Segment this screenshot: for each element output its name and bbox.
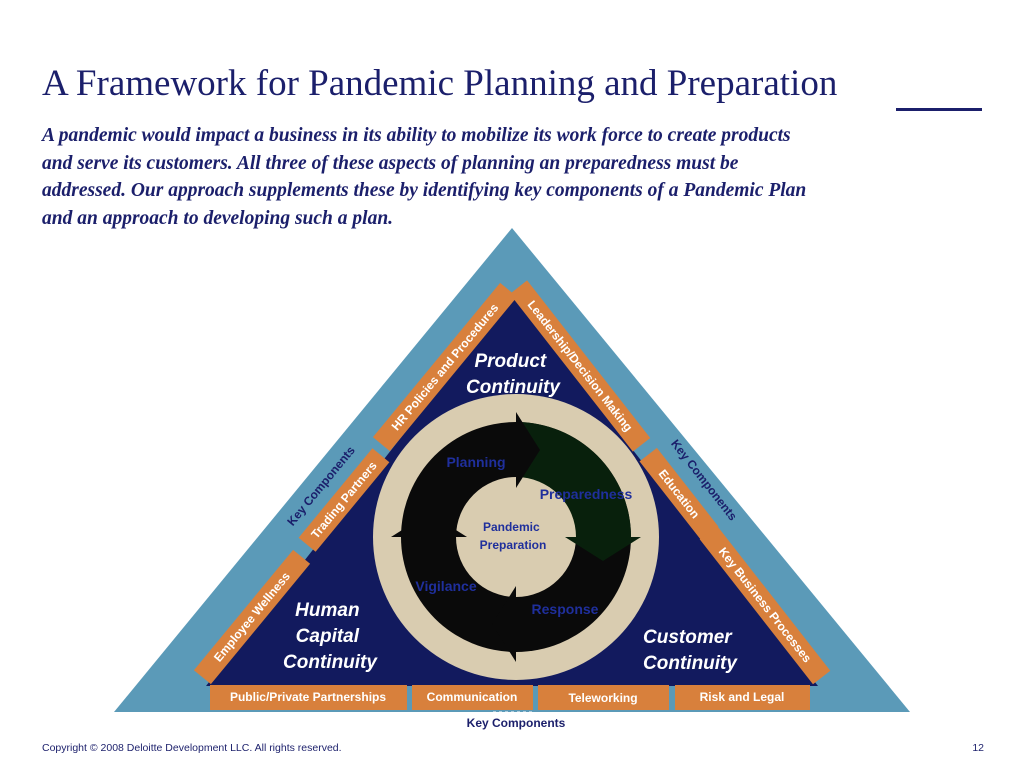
customer-continuity-label: Customer Continuity — [643, 627, 738, 674]
center-pandemic-preparation-label: Pandemic Preparation — [480, 520, 547, 552]
component-box — [210, 685, 407, 710]
intro-line: and an approach to developing such a pla… — [42, 207, 394, 229]
intro-line: A pandemic would impact a business in it… — [42, 125, 791, 146]
component-box — [639, 447, 719, 541]
center-disc — [456, 477, 576, 597]
title-underline — [896, 108, 982, 111]
vigilance-label: Vigilance — [415, 578, 476, 594]
public-private-partnerships-label: Public/Private Partnerships — [230, 690, 386, 704]
product-continuity-label: Product Continuity — [466, 351, 561, 398]
copyright-notice: Copyright © 2008 Deloitte Development LL… — [42, 742, 342, 754]
component-box — [372, 282, 518, 452]
preparedness-quadrant — [516, 422, 631, 537]
component-box — [509, 280, 651, 452]
cycle-arrow-left — [391, 513, 467, 537]
component-box — [675, 685, 810, 710]
cycle-arrow-bottom — [492, 586, 516, 662]
planning-label: Planning — [446, 454, 505, 470]
communication-label: Communication — [427, 690, 518, 704]
component-box — [412, 685, 533, 710]
cycle-arrow-right — [565, 537, 641, 561]
component-box — [699, 525, 831, 685]
page-number: 12 — [972, 742, 984, 754]
intro-line: and serve its customers. All three of th… — [42, 152, 739, 174]
response-label: Response — [532, 601, 599, 617]
risk-and-legal-label: Risk and Legal — [700, 690, 785, 704]
intro-line: addressed. Our approach supplements thes… — [42, 180, 807, 201]
preparedness-label: Preparedness — [540, 486, 633, 502]
slide-title: A Framework for Pandemic Planning and Pr… — [42, 63, 838, 104]
cycle-arrow-top — [516, 412, 540, 488]
component-box — [298, 448, 390, 552]
component-box — [193, 549, 311, 685]
teleworking-label: Teleworking — [568, 691, 637, 705]
component-box — [538, 685, 669, 710]
human-capital-continuity-label: Human Capital Continuity — [283, 600, 378, 673]
intro-paragraph: A pandemic would impact a business in it… — [42, 122, 972, 232]
bottom-key-components-label: Key Components — [467, 716, 566, 730]
